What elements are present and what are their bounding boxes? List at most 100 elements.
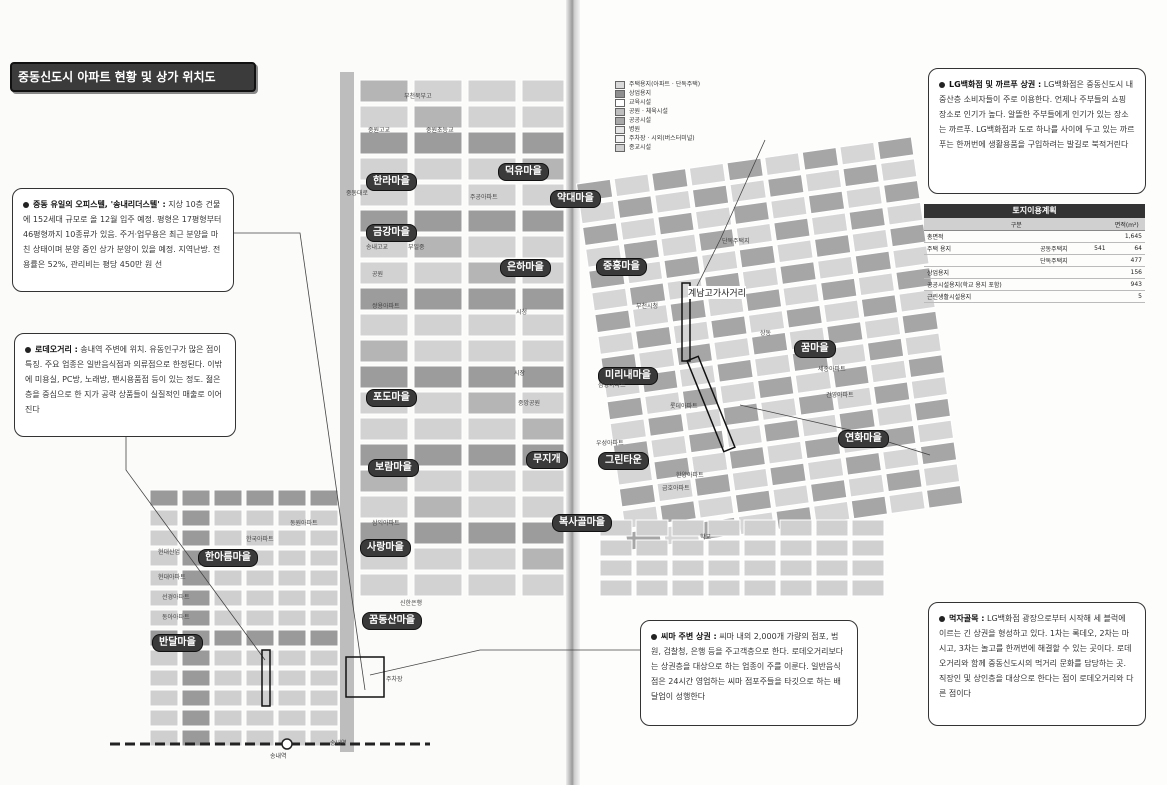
- map-block: [309, 689, 339, 707]
- place-label: 현대아파트: [158, 574, 186, 581]
- legend-item: 공원 · 체육시설: [615, 107, 700, 116]
- map-block: [413, 391, 463, 415]
- railway: [110, 738, 430, 750]
- map-block: [779, 261, 817, 285]
- land-use-header: 구분 면적(m²): [924, 218, 1145, 231]
- map-block: [707, 539, 741, 557]
- map-block: [885, 468, 923, 493]
- village-label: 연화마을: [838, 430, 889, 448]
- map-block: [309, 629, 339, 647]
- land-use-cell: 5: [1108, 290, 1145, 303]
- map-block: [754, 353, 792, 378]
- map-block: [779, 559, 813, 577]
- map-block: [657, 211, 695, 236]
- map-block: [149, 669, 179, 687]
- map-block: [309, 709, 339, 727]
- map-block: [735, 222, 773, 247]
- place-label: 우성아파트: [596, 440, 624, 447]
- legend-item: 종교시설: [615, 143, 700, 152]
- map-block: [467, 417, 517, 441]
- map-block: [672, 320, 710, 345]
- map-block: [413, 339, 463, 363]
- place-label: 공원: [372, 271, 384, 278]
- map-block: [309, 589, 339, 607]
- bullet-icon: [651, 633, 657, 640]
- map-block: [277, 489, 307, 507]
- map-block: [521, 573, 565, 597]
- map-block: [467, 573, 517, 597]
- map-block: [671, 519, 705, 537]
- map-block: [613, 173, 651, 198]
- callout-lg-lead: LG백화점 및 까르푸 상권 :: [949, 80, 1042, 89]
- map-block: [770, 195, 808, 220]
- map-block: [413, 235, 463, 259]
- map-block: [277, 529, 307, 547]
- map-block: [845, 185, 883, 209]
- map-block: [213, 729, 243, 747]
- station-icon: [281, 738, 293, 750]
- map-block: [413, 313, 463, 337]
- map-block: [669, 298, 707, 323]
- village-label: 미리내마을: [598, 367, 658, 385]
- map-block: [698, 228, 736, 252]
- map-block: [744, 288, 783, 312]
- map-block: [726, 157, 764, 182]
- legend-swatch: [615, 80, 625, 89]
- map-block: [245, 709, 275, 727]
- map-block: [779, 539, 813, 557]
- map-block: [413, 469, 463, 493]
- land-use-cell: 공동주택지: [1037, 242, 1085, 255]
- map-block: [213, 689, 243, 707]
- map-block: [654, 189, 692, 214]
- map-block: [691, 184, 730, 209]
- land-use-cell: 541: [1084, 242, 1109, 255]
- map-block: [815, 519, 849, 537]
- map-block: [722, 402, 760, 427]
- map-block: [413, 157, 463, 181]
- map-block: [245, 689, 275, 707]
- map-block: [678, 364, 717, 388]
- map-block: [413, 287, 463, 311]
- map-block: [582, 222, 620, 246]
- map-block: [719, 380, 757, 405]
- map-block: [245, 629, 275, 647]
- map-block: [732, 201, 770, 225]
- map-block: [650, 434, 688, 459]
- legend-swatch: [615, 125, 625, 134]
- place-label: 부천북부고: [404, 93, 432, 100]
- bullet-icon: [23, 201, 29, 208]
- land-use-cell: 943: [1108, 278, 1145, 291]
- village-label: 그린타운: [598, 452, 649, 470]
- bullet-icon: [25, 346, 31, 353]
- map-block: [760, 397, 798, 421]
- legend-item: 주택용지(아파트 · 단독주택): [615, 80, 700, 89]
- map-block: [277, 629, 307, 647]
- place-label: 건영아파트: [826, 392, 854, 399]
- map-block: [763, 418, 801, 443]
- legend-swatch: [615, 107, 625, 116]
- map-block: [815, 539, 849, 557]
- legend-label: 주차장 · 시외(버스터미널): [629, 135, 695, 142]
- map-block: [810, 212, 849, 237]
- map-block: [876, 136, 915, 161]
- map-block: [359, 105, 409, 129]
- callout-office-text: 지상 10층 건물에 152세대 규모로 올 12월 입주 예정. 평형은 17…: [23, 200, 222, 269]
- map-block: [806, 457, 845, 481]
- land-use-cell: 근린생활시설용지: [924, 290, 1038, 303]
- map-block: [149, 649, 179, 667]
- map-block: [359, 365, 409, 389]
- land-use-cell: [1037, 230, 1085, 243]
- map-block: [521, 339, 565, 363]
- station-label: 송내역: [270, 753, 287, 760]
- map-block: [801, 146, 840, 171]
- map-block: [794, 370, 833, 394]
- map-block: [521, 79, 565, 103]
- land-use-cell: [1084, 254, 1109, 267]
- map-block: [767, 174, 805, 198]
- map-block: [910, 376, 948, 400]
- map-block: [309, 729, 339, 747]
- land-use-cell: [1084, 290, 1109, 303]
- map-block: [832, 364, 870, 389]
- map-block: [597, 331, 635, 355]
